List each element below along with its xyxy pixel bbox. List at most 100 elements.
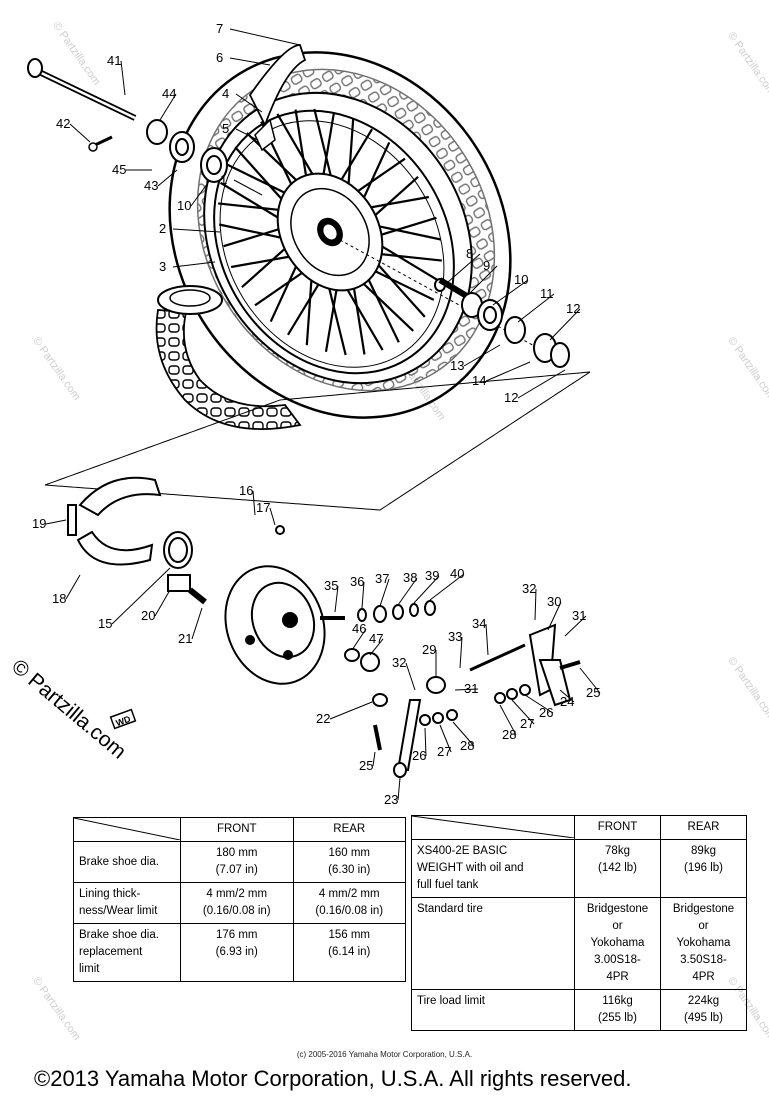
callout-leader (329, 701, 373, 720)
table-cell: 78kg(142 lb) (574, 839, 661, 898)
table-row: Brake shoe dia. 180 mm(7.07 in) 160 mm(6… (73, 841, 406, 883)
callout-leader (424, 727, 427, 757)
callout-leader (459, 636, 463, 669)
callout-number: 26 (412, 748, 426, 763)
table-cell: Standard tire (411, 897, 575, 990)
callout-leader (534, 588, 537, 621)
table-header-row: . FRONT REAR (411, 815, 747, 840)
callout-leader (379, 578, 390, 607)
callout-number: 27 (520, 716, 534, 731)
table-cell: 176 mm(6.93 in) (180, 923, 294, 982)
table-header: FRONT (574, 815, 661, 840)
watermark: © Partzilla.com (30, 975, 83, 1043)
wd-stamp-text: WD (114, 714, 132, 729)
callout-leader (429, 573, 465, 601)
callout-number: 44 (162, 86, 176, 101)
callout-leader (517, 293, 555, 323)
callout-number: 35 (324, 578, 338, 593)
table-cell: Lining thick-ness/Wear limit (73, 882, 181, 924)
callout-number: 7 (216, 21, 223, 36)
callout-leader (361, 581, 365, 609)
callout-number: 37 (375, 571, 389, 586)
callout-leader (463, 344, 501, 367)
callout-number: 19 (32, 516, 46, 531)
callout-number: 3 (159, 259, 166, 274)
callout-leader (369, 638, 384, 656)
table-cell: 224kg(495 lb) (660, 989, 747, 1031)
table-row: Tire load limit 116kg(255 lb) 224kg(495 … (411, 989, 747, 1031)
callout-labels: 7645123414244454310891011121314121617191… (32, 21, 600, 807)
callout-leader (69, 123, 91, 143)
callout-leader (172, 261, 216, 268)
table-cell: Tire load limit (411, 989, 575, 1031)
callout-number: 6 (216, 50, 223, 65)
callout-number: 10 (177, 198, 191, 213)
table-cell: 89kg(196 lb) (660, 839, 747, 898)
source-note: (c) 2005-2016 Yamaha Motor Corporation, … (296, 1050, 473, 1059)
axle (27, 58, 137, 152)
callout-number: 16 (239, 483, 253, 498)
callout-leader (269, 507, 276, 526)
wheel-assembly (155, 44, 512, 430)
callout-number: 20 (141, 608, 155, 623)
callout-leader (233, 179, 263, 196)
wd-stamp: WD (109, 708, 137, 730)
table-row: Lining thick-ness/Wear limit 4 mm/2 mm(0… (73, 882, 406, 924)
callout-number: 21 (178, 631, 192, 646)
callout-number: 24 (560, 694, 574, 709)
callout-leader (229, 28, 301, 46)
callout-number: 13 (450, 358, 464, 373)
callout-leader (235, 128, 259, 141)
callout-number: 33 (448, 629, 462, 644)
callout-number: 31 (464, 681, 478, 696)
callout-leader (191, 607, 203, 640)
callout-leader (172, 228, 221, 233)
copyright-notice: ©2013 Yamaha Motor Corporation, U.S.A. A… (34, 1066, 632, 1091)
table-header: REAR (660, 815, 747, 840)
callout-number: 45 (112, 162, 126, 177)
callout-number: 1 (220, 172, 227, 187)
callout-number: 32 (522, 581, 536, 596)
callout-leader (45, 519, 67, 525)
callout-leader (564, 615, 587, 637)
callout-leader (190, 179, 211, 207)
callout-number: 12 (566, 301, 580, 316)
callout-number: 22 (316, 711, 330, 726)
callout-number: 5 (222, 121, 229, 136)
table-header-corner: . (73, 817, 181, 842)
callout-leader (372, 751, 376, 767)
callout-leader (397, 777, 401, 801)
callout-number: 31 (572, 608, 586, 623)
callout-number: 43 (144, 178, 158, 193)
callout-number: 27 (437, 744, 451, 759)
callout-number: 42 (56, 116, 70, 131)
table-cell: 4 mm/2 mm(0.16/0.08 in) (292, 882, 406, 924)
callout-number: 47 (369, 631, 383, 646)
callout-leader (485, 361, 531, 382)
callout-number: 32 (392, 655, 406, 670)
callout-leader (120, 60, 126, 96)
callout-number: 39 (425, 568, 439, 583)
brake-spec-table: . FRONT REAR Brake shoe dia. 180 mm(7.07… (73, 817, 406, 982)
left-bearing-stack (146, 119, 228, 183)
callout-number: 28 (460, 738, 474, 753)
callout-leader (485, 623, 489, 656)
callout-number: 30 (547, 594, 561, 609)
callout-number: 40 (450, 566, 464, 581)
callout-number: 41 (107, 53, 121, 68)
callout-number: 26 (539, 705, 553, 720)
callout-number: 29 (422, 642, 436, 657)
right-bearing-stack (339, 239, 570, 368)
callout-leader (447, 253, 481, 283)
callout-number: 14 (472, 373, 486, 388)
callout-leader (351, 628, 367, 651)
table-header-row: . FRONT REAR (73, 817, 406, 842)
table-header-corner: . (411, 815, 575, 840)
callout-number: 28 (502, 727, 516, 742)
callout-leader (467, 265, 498, 296)
exploded-parts-diagram: WD 7645123414244454310891011121314121617… (27, 21, 600, 807)
